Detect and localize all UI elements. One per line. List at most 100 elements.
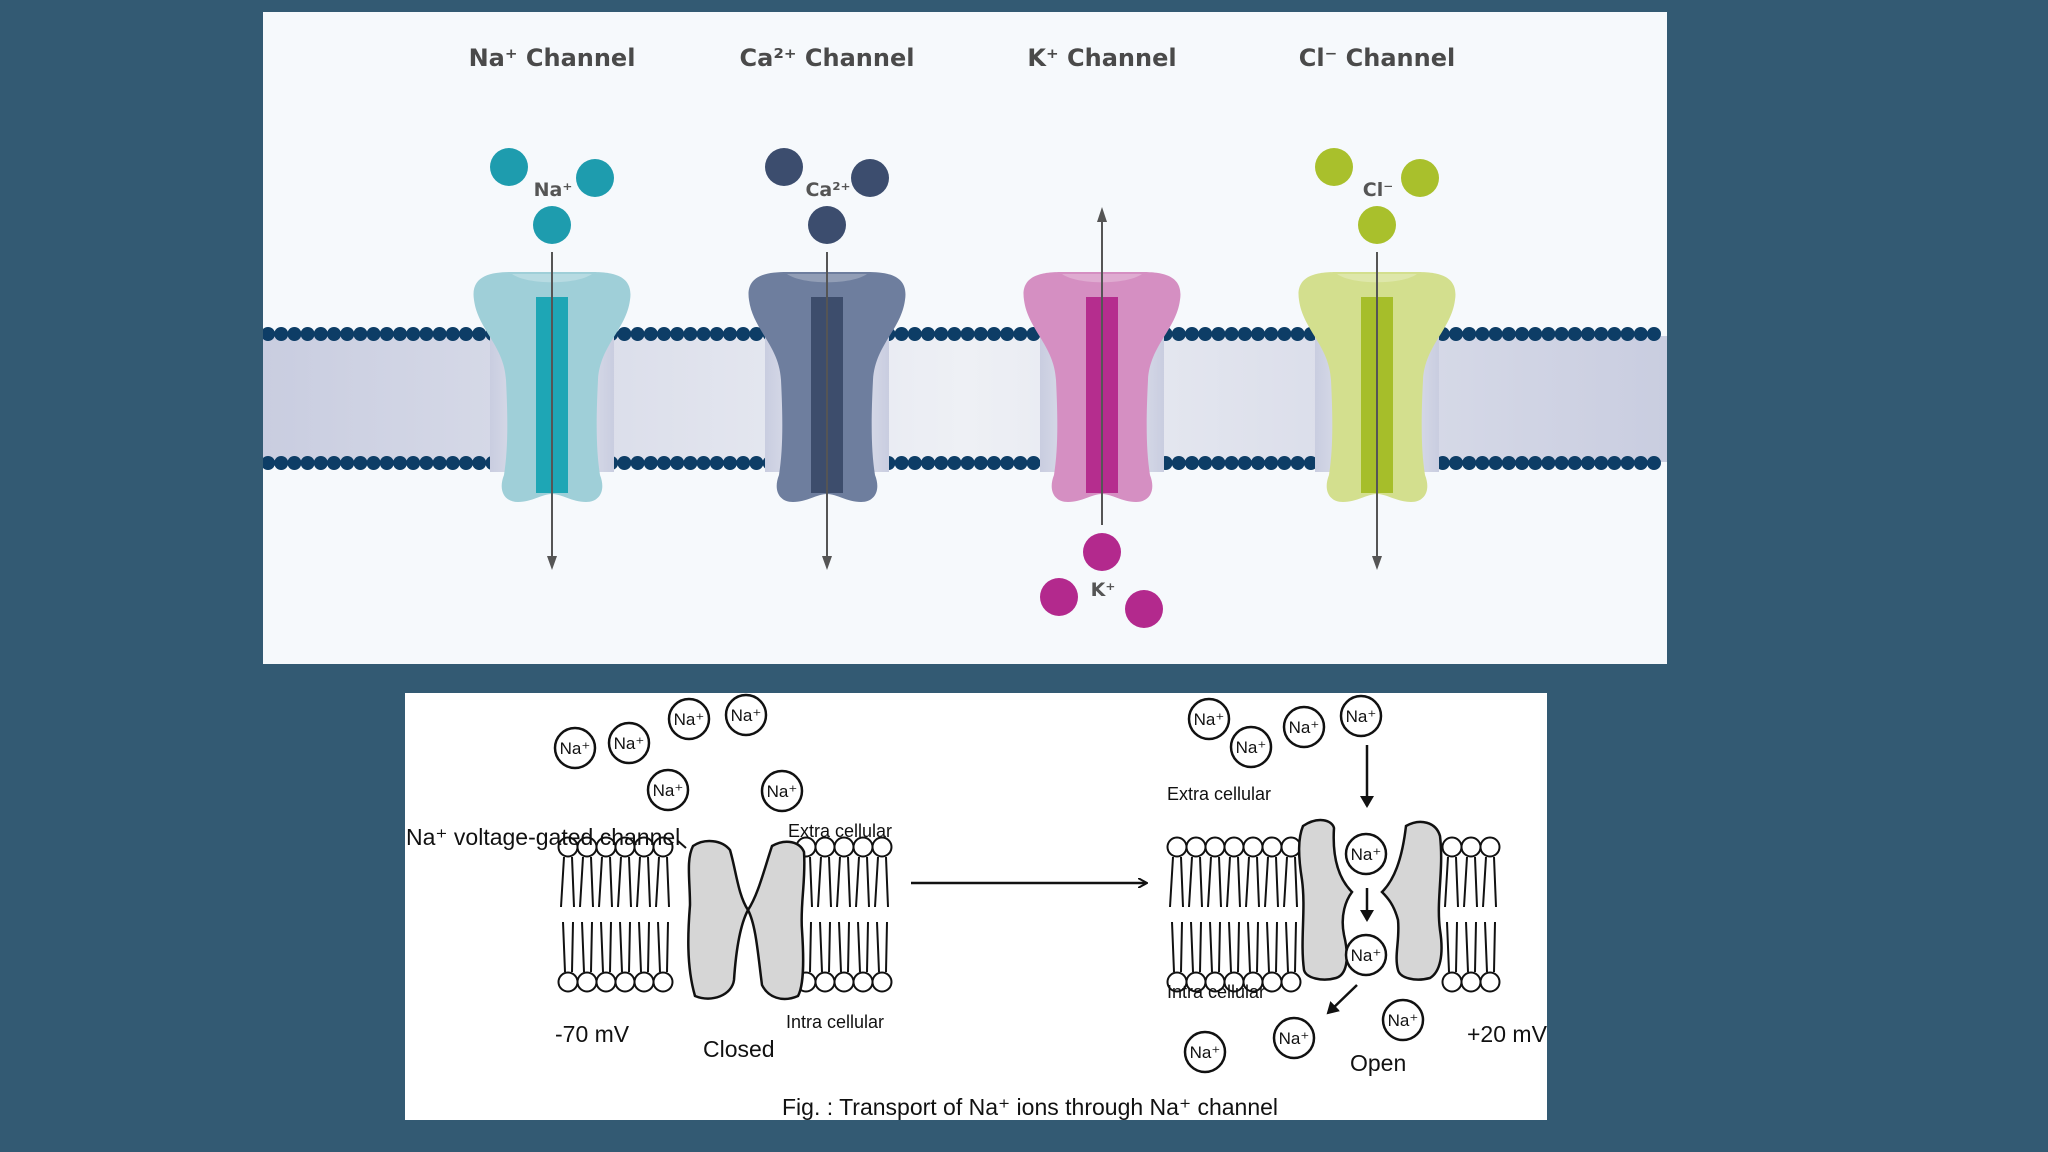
na-ion-label: Na⁺ <box>1194 710 1225 729</box>
lipid-head <box>1435 456 1450 470</box>
lipid-head <box>313 327 328 341</box>
lipid-head <box>419 456 434 470</box>
lipid-head <box>353 327 368 341</box>
lipid-head <box>1515 456 1529 470</box>
lipid-head <box>1441 971 1463 993</box>
open-state-label: Open <box>1350 1050 1406 1076</box>
lipid-head <box>557 971 579 993</box>
lipid-head <box>472 327 487 341</box>
na-channel-transport-figure: Na⁺Na⁺Na⁺Na⁺Na⁺Na⁺Na⁺Na⁺Na⁺Na⁺Na⁺Na⁺Na⁺N… <box>405 693 1547 1120</box>
lipid-head <box>353 456 368 470</box>
lipid-head <box>947 456 962 470</box>
lipid-head <box>633 971 655 993</box>
na-ion-label: Na⁺ <box>653 781 684 800</box>
channel-title-na: Na⁺ Channel <box>469 44 636 72</box>
ion-ca <box>808 206 846 244</box>
lipid-head <box>683 456 698 470</box>
lipid-head <box>749 327 764 341</box>
na-ion: Na⁺ <box>646 768 690 812</box>
na-ion-label: Na⁺ <box>767 782 798 801</box>
lipid-head <box>366 456 381 470</box>
lipid-head <box>1460 836 1482 858</box>
lipid-head <box>1528 327 1543 341</box>
closed-channel-protein <box>677 839 806 1001</box>
na-ion-label: Na⁺ <box>674 710 705 729</box>
lipid-head <box>1198 456 1213 470</box>
lipid-head <box>327 456 341 470</box>
lipid-head <box>736 327 751 341</box>
lipid-head <box>934 327 949 341</box>
lipid-head <box>1264 327 1279 341</box>
lipid-head <box>445 327 460 341</box>
lipid-head <box>1620 456 1635 470</box>
lipid-head <box>1462 327 1477 341</box>
lipid-head <box>934 456 949 470</box>
lipid-head <box>1280 971 1302 993</box>
lipid-head <box>1607 327 1622 341</box>
arrowhead-down-icon <box>822 556 832 570</box>
ion-ca <box>851 159 889 197</box>
lipid-head <box>709 456 724 470</box>
lipid-head <box>1594 456 1609 470</box>
lipid-head <box>1567 456 1582 470</box>
closed-extra-label: Extra cellular <box>788 821 892 841</box>
closed-voltage: -70 mV <box>555 1021 630 1047</box>
ion-k <box>1040 578 1078 616</box>
na-ion: Na⁺ <box>760 769 804 813</box>
lipid-head <box>432 327 447 341</box>
lipid-head <box>1488 327 1503 341</box>
lipid-head <box>379 327 394 341</box>
ion-k <box>1125 590 1163 628</box>
lipid-head <box>327 327 341 341</box>
lipid-head <box>1633 456 1648 470</box>
lipid-head <box>263 456 275 470</box>
lipid-head <box>1528 456 1543 470</box>
lipid-head <box>340 456 355 470</box>
na-ion-label: Na⁺ <box>1388 1011 1419 1030</box>
lipid-head <box>1475 456 1490 470</box>
lipid-head <box>736 456 751 470</box>
lipid-head <box>1224 456 1239 470</box>
lipid-head <box>1251 456 1265 470</box>
na-ion-label: Na⁺ <box>731 706 762 725</box>
ion-k <box>1083 533 1121 571</box>
lipid-head <box>1000 456 1015 470</box>
lipid-head <box>1277 456 1292 470</box>
na-ion: Na⁺ <box>1339 694 1383 738</box>
na-ion-label: Na⁺ <box>1351 845 1382 864</box>
ion-cl <box>1358 206 1396 244</box>
lipid-head <box>833 971 855 993</box>
lipid-head <box>894 327 909 341</box>
ion-label-ca: Ca²⁺ <box>805 179 850 201</box>
exit-arrow <box>1326 984 1358 1015</box>
lipid-head <box>300 327 315 341</box>
lipid-head <box>432 456 447 470</box>
lipid-head <box>1224 327 1239 341</box>
lipid-head <box>657 327 671 341</box>
lipid-head <box>445 456 460 470</box>
lipid-head <box>393 456 407 470</box>
lipid-head <box>921 456 935 470</box>
lipid-head <box>1462 456 1477 470</box>
lipid-head <box>1647 327 1661 341</box>
na-ion-label: Na⁺ <box>1351 946 1382 965</box>
lipid-head <box>340 327 355 341</box>
lipid-head <box>1261 836 1283 858</box>
na-ion-label: Na⁺ <box>1289 718 1320 737</box>
open-extra-label: Extra cellular <box>1167 784 1271 804</box>
lipid-head <box>960 327 975 341</box>
lipid-head <box>1185 836 1207 858</box>
ion-ca <box>765 148 803 186</box>
lipid-head <box>814 971 836 993</box>
ion-na <box>490 148 528 186</box>
lipid-head <box>670 456 685 470</box>
na-ion: Na⁺ <box>724 693 768 737</box>
lipid-head <box>1501 456 1516 470</box>
lipid-head <box>1554 456 1569 470</box>
membrane-band <box>263 336 1667 462</box>
